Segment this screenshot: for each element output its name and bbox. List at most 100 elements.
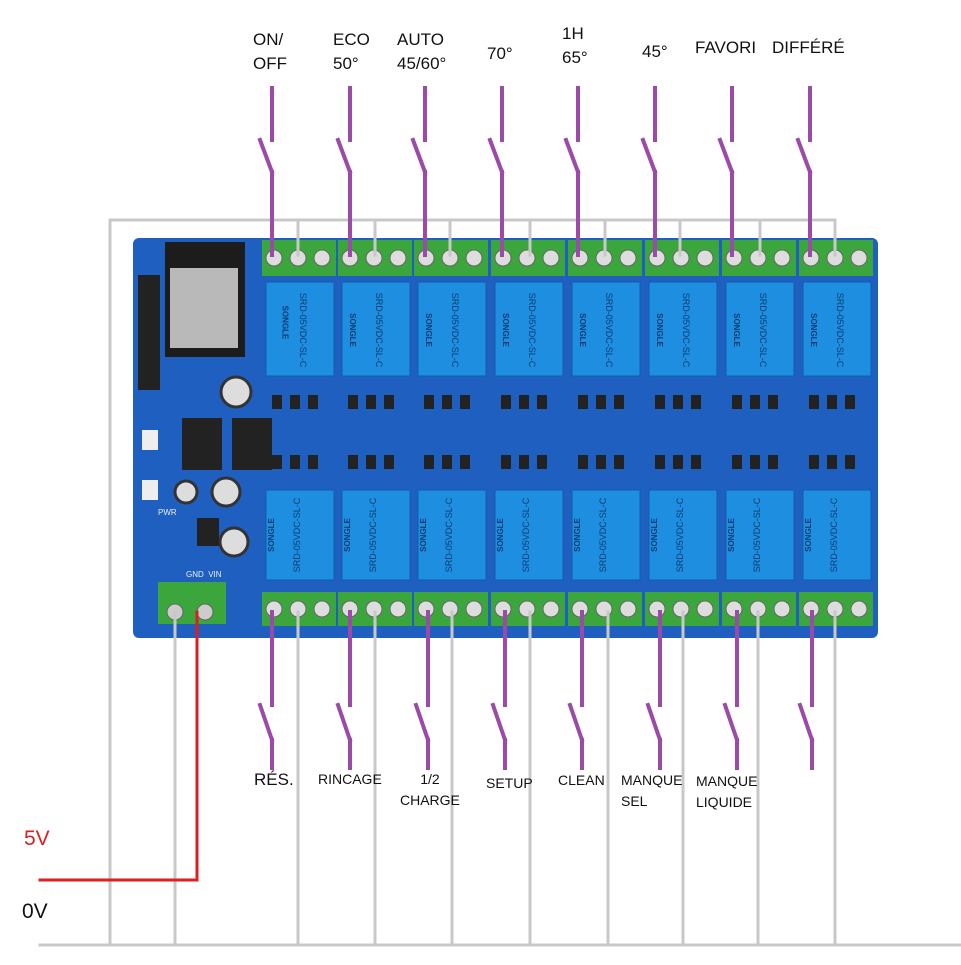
- bottom-label-5: CLEAN: [558, 772, 605, 788]
- terminal-screw: [542, 249, 560, 267]
- inductor: [197, 518, 219, 546]
- top-label-2: ECO 50°: [333, 30, 370, 73]
- smd-component: [519, 395, 529, 409]
- top-label-1: ON/ OFF: [253, 30, 287, 73]
- top-label-6: 45°: [642, 42, 668, 61]
- terminal-screw: [542, 600, 560, 618]
- smd-component: [460, 395, 470, 409]
- bottom-switch-contact-1: [257, 702, 275, 743]
- bottom-relay: [648, 489, 718, 581]
- terminal-screw: [850, 249, 868, 267]
- smd-component: [845, 395, 855, 409]
- relay-brand: SONGLE: [650, 517, 659, 551]
- smd-component: [827, 395, 837, 409]
- relay-brand: SONGLE: [496, 517, 505, 551]
- smd-component: [442, 395, 452, 409]
- bottom-switch-contact-4: [490, 702, 508, 743]
- terminal-screw: [465, 600, 483, 618]
- smd-component: [673, 395, 683, 409]
- smd-component: [578, 395, 588, 409]
- smd-component: [348, 395, 358, 409]
- terminal-screw: [850, 600, 868, 618]
- bottom-switch-contact-6: [645, 702, 663, 743]
- terminal-screw: [196, 603, 214, 621]
- bottom-switch-contact-8: [797, 702, 815, 743]
- relay-brand: SONGLE: [809, 313, 818, 347]
- smd-component: [691, 455, 701, 469]
- terminal-screw: [672, 600, 690, 618]
- bottom-relay: [494, 489, 564, 581]
- smd-component: [424, 395, 434, 409]
- smd-component: [732, 395, 742, 409]
- smd-component: [460, 455, 470, 469]
- top-switch-contact-6: [640, 137, 658, 175]
- smd-component: [691, 395, 701, 409]
- esp32-shield: [170, 268, 238, 348]
- top-relay: [265, 281, 335, 377]
- terminal-screw: [389, 249, 407, 267]
- smd-component: [827, 455, 837, 469]
- relay-marking: SRD-05VDC-SL-C: [675, 497, 685, 572]
- top-label-4: 70°: [487, 44, 513, 63]
- bottom-relay: [341, 489, 411, 581]
- top-switch-contact-4: [487, 137, 505, 175]
- smd-component: [384, 455, 394, 469]
- smd-component: [537, 455, 547, 469]
- smd-component: [537, 395, 547, 409]
- top-relay: [802, 281, 872, 377]
- smd-component: [750, 455, 760, 469]
- smd-component: [596, 395, 606, 409]
- smd-component: [366, 395, 376, 409]
- relay-brand: SONGLE: [424, 313, 433, 347]
- relay-brand: SONGLE: [732, 313, 741, 347]
- relay-marking: SRD-05VDC-SL-C: [835, 293, 845, 368]
- smd-component: [768, 455, 778, 469]
- bottom-switch-contact-5: [567, 702, 585, 743]
- smd-component: [308, 395, 318, 409]
- pwr-label: PWR: [158, 508, 177, 517]
- terminal-screw: [773, 249, 791, 267]
- smd-component: [501, 455, 511, 469]
- bottom-relay: [417, 489, 487, 581]
- terminal-screw: [518, 249, 536, 267]
- smd-component: [272, 455, 282, 469]
- terminal-screw: [619, 600, 637, 618]
- relay-brand: SONGLE: [578, 313, 587, 347]
- power-terminal-label: GND VIN: [186, 570, 222, 579]
- capacitor: [218, 526, 250, 558]
- relay-marking: SRD-05VDC-SL-C: [598, 497, 608, 572]
- smd-component: [348, 455, 358, 469]
- smd-component: [596, 455, 606, 469]
- top-label-7: FAVORI: [695, 38, 757, 57]
- smd-component: [750, 395, 760, 409]
- power-terminal: [158, 582, 226, 624]
- rail-0v-label: 0V: [22, 900, 48, 923]
- smd-component: [519, 455, 529, 469]
- bottom-label-7: MANQUE LIQUIDE: [696, 773, 758, 810]
- smd-component: [424, 455, 434, 469]
- bottom-switch-contact-7: [722, 702, 740, 743]
- smd-component: [673, 455, 683, 469]
- terminal-screw: [441, 600, 459, 618]
- relay-marking: SRD-05VDC-SL-C: [604, 293, 614, 368]
- terminal-screw: [773, 600, 791, 618]
- rail-5v-label: 5V: [24, 827, 50, 850]
- smd-component: [384, 395, 394, 409]
- bottom-relay: [265, 489, 335, 581]
- terminal-screw: [465, 249, 483, 267]
- pin-header: [138, 275, 160, 390]
- smd-component: [290, 395, 300, 409]
- relay-brand: SONGLE: [348, 313, 357, 347]
- terminal-screw: [749, 249, 767, 267]
- relay-marking: SRD-05VDC-SL-C: [758, 293, 768, 368]
- smd-component: [845, 455, 855, 469]
- terminal-screw: [725, 600, 743, 618]
- top-relay: [341, 281, 411, 377]
- smd-component: [655, 395, 665, 409]
- bottom-label-3: 1/2 CHARGE: [400, 771, 460, 808]
- button: [142, 480, 158, 500]
- relay-brand: SONGLE: [727, 517, 736, 551]
- relay-brand: SONGLE: [343, 517, 352, 551]
- bottom-label-4: SETUP: [486, 775, 533, 791]
- terminal-screw: [619, 249, 637, 267]
